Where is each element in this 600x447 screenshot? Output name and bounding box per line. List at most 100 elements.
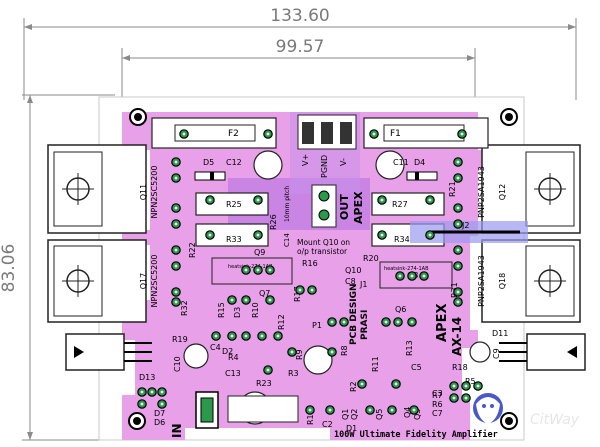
- label-r33: R33: [226, 235, 242, 244]
- jumper-j2: J2: [410, 221, 528, 243]
- label-c10: C10: [173, 356, 182, 372]
- label-r34: R34: [394, 235, 410, 244]
- pad-hole: [360, 382, 364, 386]
- pad-hole: [208, 198, 212, 202]
- heatsink-left-outline: heatsink-274-1AB: [211, 257, 293, 285]
- label-r18: R18: [452, 363, 468, 372]
- label-r8: R8: [340, 345, 349, 356]
- label-q2: Q2: [350, 409, 359, 420]
- label-d6: D6: [154, 418, 165, 427]
- input-connector: IN: [170, 391, 219, 438]
- diode-d5: [194, 171, 226, 181]
- pad-hole: [266, 368, 270, 372]
- svg-text:PNP2SA1943: PNP2SA1943: [477, 255, 486, 307]
- pad-hole: [260, 334, 264, 338]
- label-r32: R32: [180, 300, 189, 316]
- label-c5: C5: [411, 363, 422, 372]
- transistor-q17: Q17 NPN2SC5200: [47, 239, 159, 323]
- pad-hole: [150, 390, 154, 394]
- pad-hole: [244, 268, 248, 272]
- pitch-note: 10mm pitch: [284, 186, 291, 222]
- label-r22: R22: [188, 242, 197, 258]
- label-r16: R16: [302, 259, 318, 268]
- designer-name: PRASI: [360, 310, 370, 340]
- pad-hole: [174, 206, 178, 210]
- label-r3: R3: [288, 369, 299, 378]
- label-p1: P1: [312, 321, 322, 330]
- pad-hole: [174, 248, 178, 252]
- pad-hole: [456, 248, 460, 252]
- pad-hole: [174, 264, 178, 268]
- designer-label: PCB DESIGN: [349, 283, 359, 345]
- pad-hole: [380, 198, 384, 202]
- transistor-q12: PNP2SA1943 Q12: [477, 144, 581, 234]
- pad-hole: [174, 290, 178, 294]
- label-c3: C3: [432, 389, 443, 398]
- pad-hole: [174, 176, 178, 180]
- svg-text:V-: V-: [339, 158, 348, 166]
- svg-text:Q17: Q17: [139, 273, 148, 289]
- label-q1: Q1: [341, 409, 350, 420]
- pad-hole: [214, 334, 218, 338]
- svg-text:APEX: APEX: [352, 191, 365, 224]
- label-c12: C12: [226, 158, 242, 167]
- label-r20: R20: [363, 254, 379, 263]
- heatsink-right-outline: heatsink-274-1AB: [379, 261, 453, 289]
- label-d3: D3: [233, 307, 242, 318]
- svg-text:PNP2SA1943: PNP2SA1943: [477, 166, 486, 218]
- label-q7: Q7: [259, 289, 270, 298]
- pad-hole: [330, 350, 334, 354]
- pad-hole: [460, 132, 464, 136]
- label-d4: D4: [414, 158, 425, 167]
- svg-text:Q12: Q12: [498, 184, 507, 200]
- label-r23: R23: [256, 379, 272, 388]
- label-j1: J1: [359, 280, 367, 289]
- svg-text:F1: F1: [390, 129, 401, 139]
- label-r1: R1: [306, 414, 315, 425]
- label-d2: D2: [222, 347, 233, 356]
- mount-note-2: o/p transistor: [297, 247, 348, 256]
- pad-hole: [452, 396, 456, 400]
- label-d7: D7: [154, 409, 165, 418]
- output-terminal: OUT APEX: [311, 184, 365, 228]
- svg-text:NPN2SC5200: NPN2SC5200: [150, 166, 159, 219]
- pad-hole: [456, 300, 460, 304]
- pad-hole: [384, 320, 388, 324]
- label-r25: R25: [226, 200, 242, 209]
- pad-hole: [452, 384, 456, 388]
- label-r13: R13: [405, 340, 414, 356]
- svg-text:heatsink-274-1AB: heatsink-274-1AB: [228, 264, 273, 270]
- svg-text:Q11: Q11: [139, 184, 148, 200]
- pad-hole: [380, 233, 384, 237]
- svg-text:V+: V+: [301, 154, 310, 166]
- pad-hole: [256, 268, 260, 272]
- svg-text:IN: IN: [170, 423, 184, 438]
- pad-hole: [476, 384, 480, 388]
- pad-hole: [428, 198, 432, 202]
- pad-hole: [230, 298, 234, 302]
- pad-hole: [230, 334, 234, 338]
- label-r7: R7: [432, 391, 443, 400]
- label-q10: Q10: [345, 266, 361, 275]
- pad-hole: [308, 408, 312, 412]
- driver-right-body: [499, 333, 586, 371]
- label-q6: Q6: [395, 305, 406, 314]
- svg-text:J2: J2: [461, 221, 469, 230]
- pad-hole: [464, 396, 468, 400]
- label-d13: D13: [139, 373, 155, 382]
- pad-hole: [396, 320, 400, 324]
- label-d11: D11: [492, 329, 508, 338]
- pad-hole: [174, 160, 178, 164]
- brand-logo-text: APEX: [435, 304, 450, 343]
- pad-hole: [464, 384, 468, 388]
- pad-hole: [266, 132, 270, 136]
- svg-text:heatsink-274-1AB: heatsink-274-1AB: [384, 266, 429, 272]
- height-dimension: 83.06: [0, 244, 19, 293]
- pad-hole: [140, 390, 144, 394]
- label-c4: C4: [210, 343, 221, 352]
- label-c9: C9: [492, 348, 501, 359]
- svg-text:OUT: OUT: [338, 194, 351, 220]
- pad-hole: [456, 160, 460, 164]
- label-r9: R9: [295, 349, 304, 360]
- svg-text:F2: F2: [228, 129, 239, 139]
